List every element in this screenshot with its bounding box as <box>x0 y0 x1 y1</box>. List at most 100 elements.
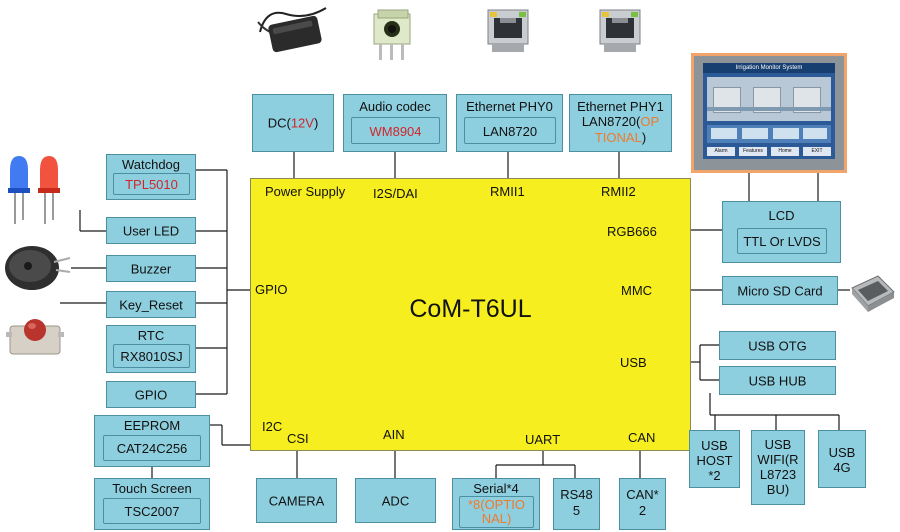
usb-host-line2: HOST <box>696 453 733 468</box>
ethernet-phy0-title: Ethernet PHY0 <box>466 99 553 114</box>
usb-hub-label: USB HUB <box>748 373 807 388</box>
micro-sd-card-block: Micro SD Card <box>722 276 838 305</box>
eeprom-title: EEPROM <box>123 418 181 433</box>
ethernet-phy1-title: Ethernet PHY1 <box>577 99 664 114</box>
port-power-supply: Power Supply <box>265 184 346 199</box>
usb-host-line1: USB <box>701 438 728 453</box>
port-rgb666: RGB666 <box>607 224 657 239</box>
push-button-icon <box>6 319 64 355</box>
usb-host-line3: *2 <box>708 468 721 483</box>
watchdog-title: Watchdog <box>121 157 181 172</box>
lcd-panel-icon: Irrigation Monitor System Alarm Features… <box>691 53 847 173</box>
serial-optional-line2: NAL) <box>481 511 512 526</box>
rs485-line2: 5 <box>572 503 581 518</box>
user-led-block: User LED <box>106 217 196 244</box>
core-title: CoM-T6UL <box>409 295 532 323</box>
camera-block: CAMERA <box>256 478 337 523</box>
lcd-screen-scene <box>707 77 831 121</box>
usb-wifi-block: USB WIFI(R L8723 BU) <box>751 430 805 505</box>
ethernet-phy1-chip: LAN8720( <box>581 114 641 129</box>
port-ain: AIN <box>383 427 405 442</box>
port-uart: UART <box>525 432 561 447</box>
port-rmii2: RMII2 <box>601 184 636 199</box>
serial-title: Serial*4 <box>473 481 519 496</box>
usb-otg-block: USB OTG <box>719 331 836 360</box>
eeprom-block: EEPROM CAT24C256 <box>94 415 210 467</box>
can-line1: CAN* <box>626 487 659 502</box>
key-reset-label: Key_Reset <box>119 297 183 312</box>
dc-adapter-icon <box>257 7 327 53</box>
can-block: CAN* 2 <box>619 478 666 530</box>
rs485-block: RS48 5 <box>553 478 600 530</box>
audio-codec-title: Audio codec <box>359 99 431 114</box>
usb-wifi-line3: L8723 <box>759 467 797 482</box>
port-csi: CSI <box>287 431 309 446</box>
port-usb: USB <box>620 355 647 370</box>
gpio-label: GPIO <box>134 387 168 402</box>
dc-block: DC(12V) <box>252 94 334 152</box>
serial-block: Serial*4 *8(OPTIO NAL) <box>452 478 540 530</box>
watchdog-chip: TPL5010 <box>113 173 190 195</box>
rj45-jack-icon <box>599 9 641 52</box>
led-pair-icon <box>8 156 60 224</box>
sd-slot-icon <box>851 275 895 312</box>
lcd-screen-button: Home <box>771 147 799 156</box>
com-t6ul-module: CoM-T6UL Power Supply I2S/DAI RMII1 RMII… <box>250 178 691 451</box>
port-rmii1: RMII1 <box>490 184 525 199</box>
touch-screen-block: Touch Screen TSC2007 <box>94 478 210 530</box>
lcd-screen-button: EXIT <box>803 147 831 156</box>
camera-label: CAMERA <box>268 493 325 508</box>
audio-jack-icon <box>373 9 411 60</box>
usb-hub-block: USB HUB <box>719 366 836 395</box>
ethernet-phy1-optional: OP <box>640 114 660 129</box>
usb-wifi-line4: BU) <box>766 482 790 497</box>
eeprom-chip: CAT24C256 <box>103 435 201 461</box>
serial-optional-line1: *8(OPTIO <box>467 497 526 512</box>
usb-host-block: USB HOST *2 <box>689 430 740 488</box>
ethernet-phy1-optional-cont: TIONAL <box>594 130 642 145</box>
buzzer-label: Buzzer <box>130 261 172 276</box>
rtc-chip: RX8010SJ <box>113 344 190 368</box>
rs485-line1: RS48 <box>560 487 593 502</box>
ethernet-phy1-close: ) <box>641 130 647 145</box>
watchdog-block: Watchdog TPL5010 <box>106 154 196 200</box>
rtc-block: RTC RX8010SJ <box>106 325 196 373</box>
audio-codec-block: Audio codec WM8904 <box>343 94 447 152</box>
usb-4g-line1: USB <box>828 445 856 460</box>
lcd-screen-buttons: Alarm Features Home EXIT <box>707 147 831 157</box>
key-reset-block: Key_Reset <box>106 291 196 318</box>
user-led-label: User LED <box>122 223 180 238</box>
port-i2c: I2C <box>262 419 283 434</box>
usb-otg-label: USB OTG <box>748 338 807 353</box>
can-line2: 2 <box>638 503 647 518</box>
rtc-title: RTC <box>137 328 165 343</box>
usb-wifi-line2: WIFI(R <box>757 452 799 467</box>
lcd-title: LCD <box>768 208 795 223</box>
buzzer-icon <box>5 246 71 290</box>
port-gpio: GPIO <box>255 282 288 297</box>
dc-voltage: 12V <box>290 115 314 131</box>
buzzer-block: Buzzer <box>106 255 196 282</box>
dc-label-close: ) <box>313 115 319 131</box>
lcd-screen-header: Irrigation Monitor System <box>703 63 835 73</box>
adc-label: ADC <box>381 493 410 508</box>
lcd-interface: TTL Or LVDS <box>737 228 827 254</box>
dc-label: DC( <box>267 115 291 131</box>
micro-sd-card-label: Micro SD Card <box>737 283 823 298</box>
rj45-jack-icon <box>487 9 529 52</box>
ethernet-phy0-chip: LAN8720 <box>464 117 556 144</box>
usb-4g-line2: 4G <box>833 460 851 475</box>
lcd-screen: Irrigation Monitor System Alarm Features… <box>703 63 835 159</box>
touch-screen-chip: TSC2007 <box>103 498 201 524</box>
port-can: CAN <box>628 430 656 445</box>
ethernet-phy1-block: Ethernet PHY1 LAN8720(OP TIONAL) <box>569 94 672 152</box>
lcd-screen-panels <box>707 125 831 143</box>
port-i2s-dai: I2S/DAI <box>373 186 418 201</box>
port-mmc: MMC <box>621 283 653 298</box>
lcd-screen-button: Features <box>739 147 767 156</box>
lcd-screen-button: Alarm <box>707 147 735 156</box>
serial-optional: *8(OPTIO NAL) <box>459 496 534 528</box>
usb-4g-block: USB 4G <box>818 430 866 488</box>
usb-wifi-line1: USB <box>764 437 792 452</box>
